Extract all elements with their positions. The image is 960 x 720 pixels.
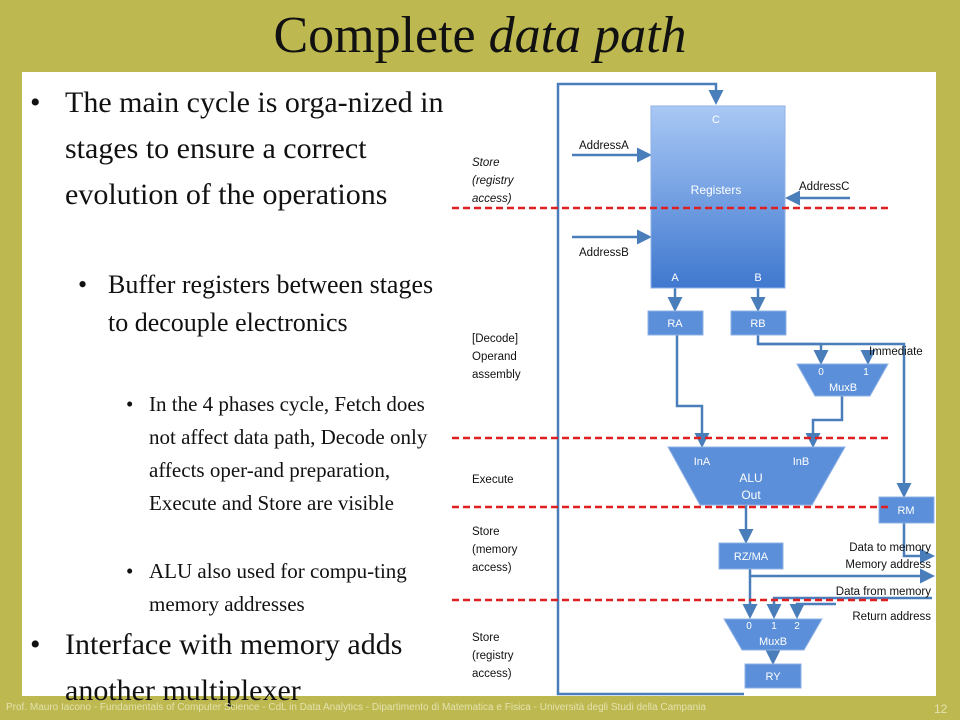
bullet-text: ALU also used for compu-ting memory addr… [149,559,407,616]
registers-block [650,105,786,289]
address-b-label: AddressB [579,247,629,259]
rb-label: RB [750,318,765,330]
bullet-dot-icon: • [126,392,134,416]
muxb-bottom-in1: 1 [771,621,777,632]
bullet-buffer-registers: • Buffer registers between stages to dec… [78,266,448,342]
data-to-memory-label: Data to memory [849,542,931,554]
bullet-text: In the 4 phases cycle, Fetch does not af… [149,392,428,515]
bullet-main-cycle: • The main cycle is orga-nized in stages… [30,80,450,218]
alu-out: Out [741,488,761,502]
wire-return-address [789,602,836,619]
muxb-top-in1: 1 [863,367,869,378]
ra-register [647,310,704,336]
alu [667,446,846,506]
registers-label: Registers [691,183,742,197]
slide-footer: Prof. Mauro Iacono - Fundamentals of Com… [6,702,706,713]
ra-label: RA [667,318,683,330]
stage-store-registry-2-label: Store (registry access) [472,632,517,680]
register-port-b: B [754,272,761,284]
alu-ina: InA [694,456,711,468]
muxb-top-label: MuxB [829,382,857,394]
alu-inb: InB [793,456,810,468]
address-a-label: AddressA [579,140,629,152]
bullet-dot-icon: • [30,86,41,119]
immediate-label: Immediate [869,346,923,358]
register-port-c: C [712,114,720,126]
wire-data-to-memory [902,523,935,564]
page-number: 12 [934,702,948,716]
wire-ra-ina [675,335,710,448]
stage-decode-label: [Decode] Operand assembly [472,333,521,381]
muxb-top [796,363,889,397]
bullet-dot-icon: • [126,559,134,583]
muxb-top-in0: 0 [818,367,824,378]
alu-label: ALU [739,471,762,485]
wire-feedback-loop [556,82,744,696]
register-port-a: A [671,272,679,284]
return-address-label: Return address [852,611,931,623]
rb-register [730,310,787,336]
title-main: Complete [273,7,489,64]
bullet-dot-icon: • [78,270,88,299]
title-italic: data path [488,7,687,64]
bullet-four-phases: • In the 4 phases cycle, Fetch does not … [126,388,446,520]
wire-mux-inb [805,396,844,448]
wire-data-from-memory [766,596,932,619]
rzma-register [718,542,784,570]
ry-label: RY [765,671,781,683]
bullet-memory-interface: • Interface with memory adds another mul… [30,622,450,714]
data-from-memory-label: Data from memory [836,586,931,598]
rzma-label: RZ/MA [734,551,769,563]
wires [556,82,935,696]
wire-rb-rm [758,342,912,498]
bullet-alu-addresses: • ALU also used for compu-ting memory ad… [126,555,446,621]
address-c-label: AddressC [799,181,850,193]
bullet-text: Interface with memory adds another multi… [65,628,403,707]
muxb-bottom-in2: 2 [794,621,800,632]
bullet-text: The main cycle is orga-nized in stages t… [65,86,444,211]
memory-address-label: Memory address [845,559,931,571]
stage-store-memory-label: Store (memory access) [472,526,521,574]
stage-store-registry-label: Store (registry access) [472,157,517,205]
slide-title: Complete data path [0,2,960,70]
wire-rb-mux [756,335,829,365]
muxb-bottom-label: MuxB [759,636,787,648]
bullet-text: Buffer registers between stages to decou… [108,270,434,337]
bullet-dot-icon: • [30,628,41,661]
ry-register [744,663,802,689]
stage-execute-label: Execute [472,474,514,486]
muxb-bottom [723,618,823,651]
rm-register [878,496,935,524]
rm-label: RM [897,505,914,517]
muxb-bottom-in0: 0 [746,621,752,632]
